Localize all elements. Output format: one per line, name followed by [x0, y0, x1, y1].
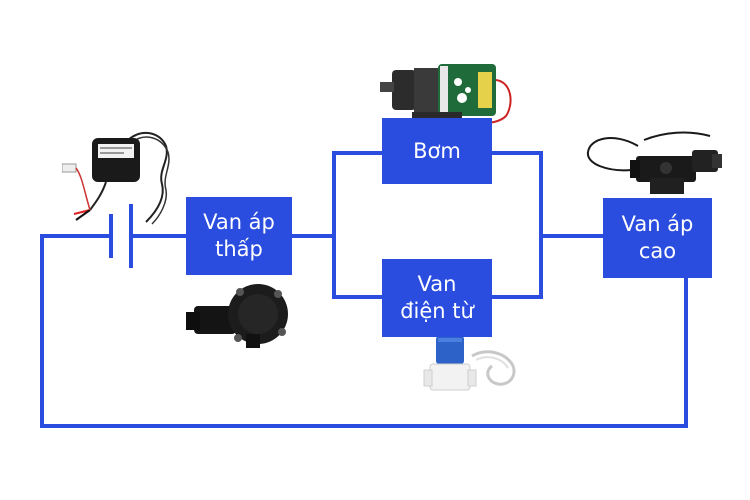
solenoid-valve-label-line1: Van [417, 272, 457, 296]
high-pressure-switch-image [586, 131, 722, 194]
pump-label: Bơm [413, 138, 461, 163]
high-pressure-valve-box: Van áp cao [603, 198, 712, 278]
wire-outer-loop [40, 234, 688, 428]
wire-left-branch [332, 151, 382, 299]
high-pressure-valve-label-line1: Van áp [621, 212, 694, 236]
power-adapter-image [62, 131, 170, 225]
low-pressure-switch-image [186, 284, 288, 348]
low-pressure-valve-label-line1: Van áp [203, 210, 275, 234]
low-pressure-valve-box: Van áp thấp [186, 197, 292, 275]
wire-right-branch [492, 151, 543, 299]
low-pressure-valve-label-line2: thấp [215, 237, 263, 261]
solenoid-valve-label-line2: điện từ [400, 299, 474, 323]
pump-motor-image [380, 64, 512, 124]
battery-symbol [109, 204, 133, 268]
solenoid-valve-box: Van điện từ [382, 259, 492, 337]
pump-box: Bơm [382, 118, 492, 184]
solenoid-valve-image [423, 336, 516, 391]
high-pressure-valve-label-line2: cao [638, 239, 677, 263]
